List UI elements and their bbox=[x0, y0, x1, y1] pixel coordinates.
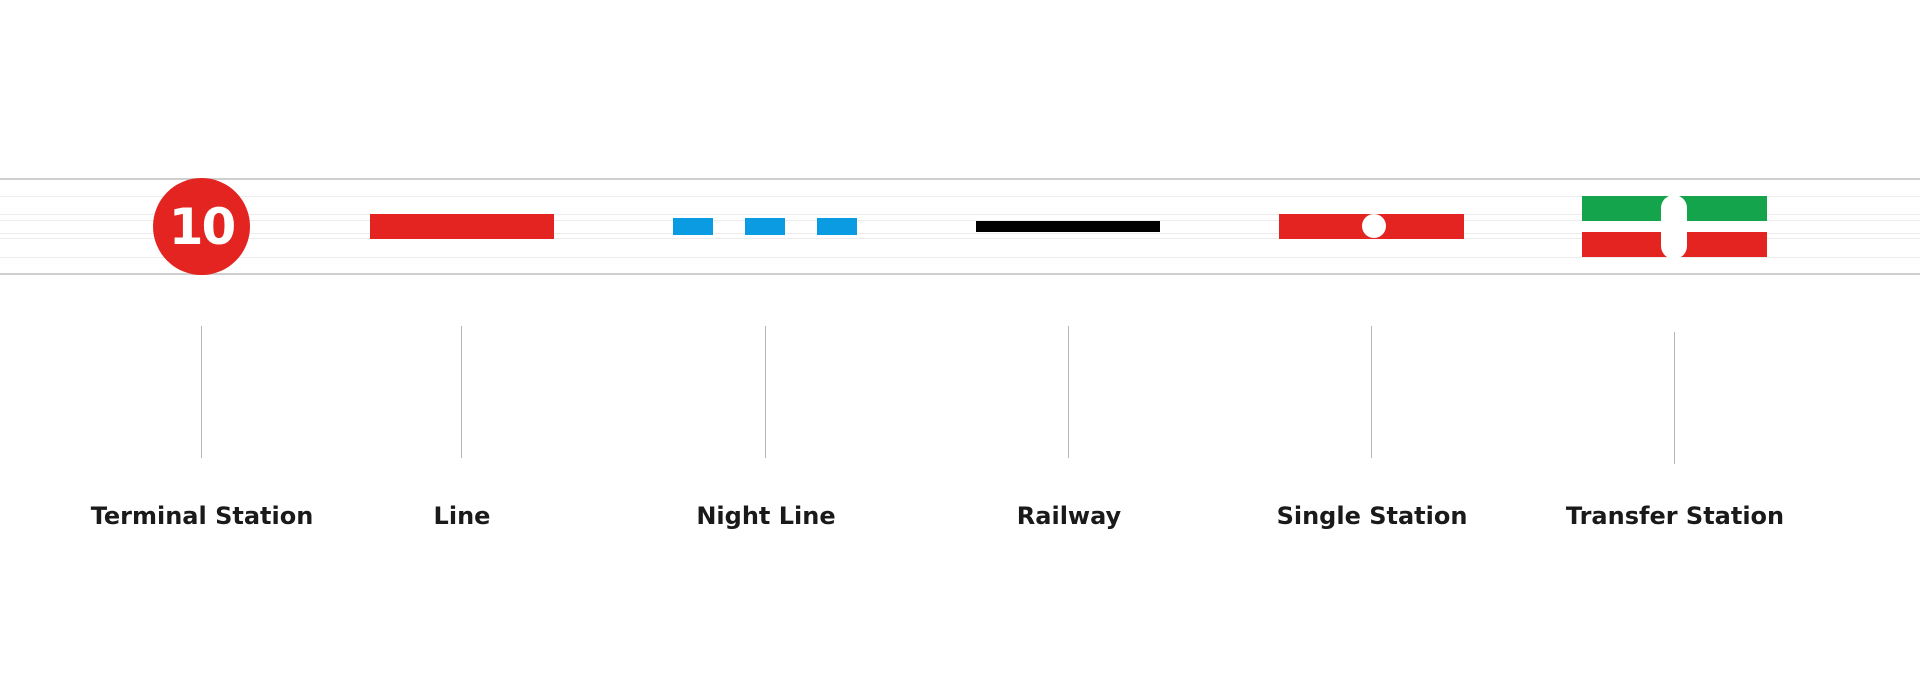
single-station-dot-icon bbox=[1362, 214, 1386, 238]
line-icon bbox=[370, 214, 554, 239]
leader-line bbox=[1371, 326, 1372, 458]
leader-line bbox=[765, 326, 766, 458]
guide-line bbox=[0, 238, 1920, 239]
terminal-station-label: Terminal Station bbox=[90, 502, 314, 530]
night-line-dash bbox=[817, 218, 857, 235]
railway-icon bbox=[976, 221, 1160, 232]
terminal-station-icon: 10 bbox=[153, 178, 250, 275]
night-line-label: Night Line bbox=[696, 502, 836, 530]
single-station-label: Single Station bbox=[1276, 502, 1468, 530]
guide-line bbox=[0, 220, 1920, 221]
guide-line bbox=[0, 196, 1920, 197]
guide-band bbox=[0, 178, 1920, 275]
terminal-station-number: 10 bbox=[168, 197, 237, 256]
guide-line bbox=[0, 214, 1920, 215]
guide-line bbox=[0, 257, 1920, 258]
leader-line bbox=[1674, 332, 1675, 464]
railway-label: Railway bbox=[1016, 502, 1122, 530]
leader-line bbox=[201, 326, 202, 458]
night-line-dash bbox=[745, 218, 785, 235]
transfer-station-pill-icon bbox=[1661, 195, 1687, 259]
night-line-dash bbox=[673, 218, 713, 235]
line-label: Line bbox=[433, 502, 491, 530]
leader-line bbox=[461, 326, 462, 458]
guide-line bbox=[0, 233, 1920, 234]
leader-line bbox=[1068, 326, 1069, 458]
transfer-station-label: Transfer Station bbox=[1565, 502, 1785, 530]
